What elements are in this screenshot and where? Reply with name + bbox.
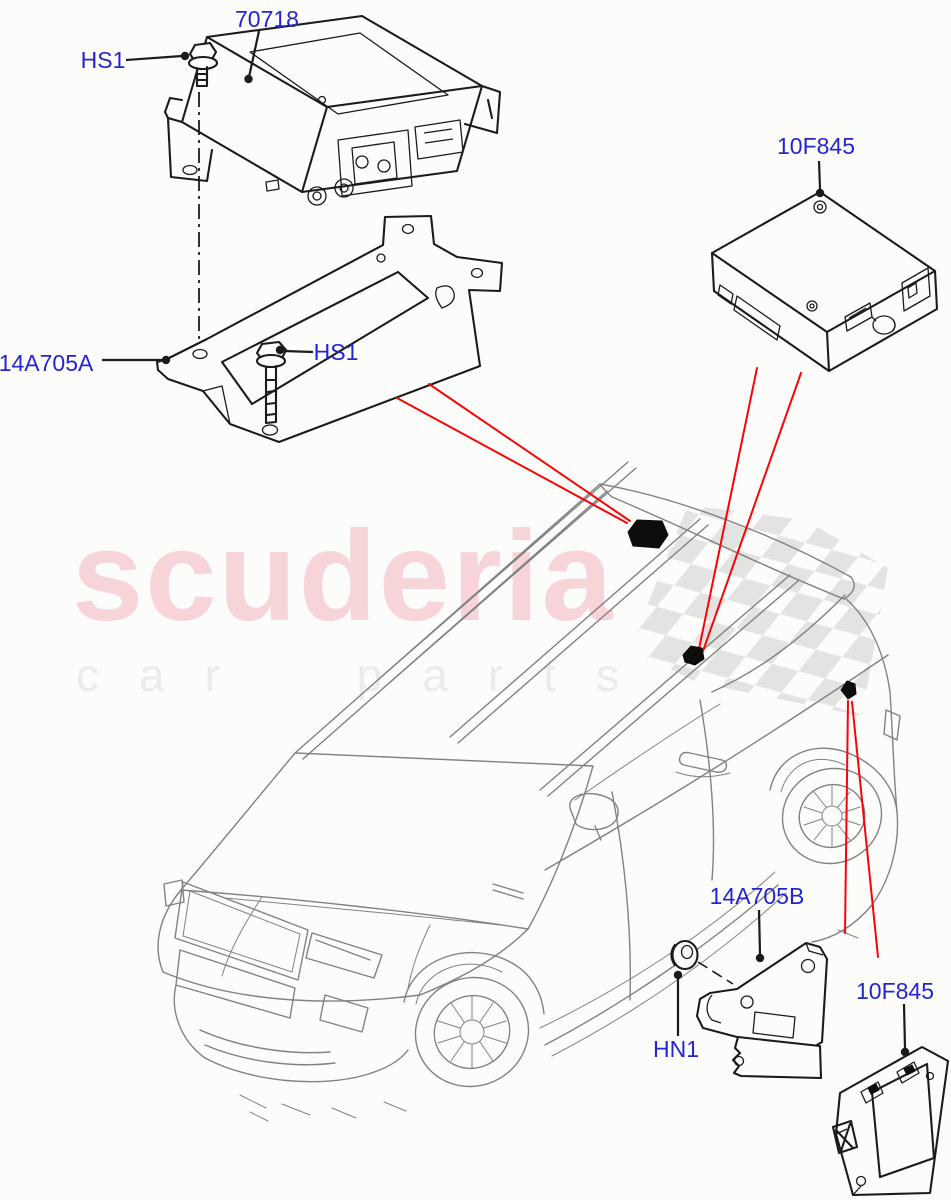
- watermark: scuderia car parts: [72, 505, 659, 701]
- nut-hn1-drawing: [670, 939, 734, 985]
- quarter-panel-module-marker: [840, 680, 857, 700]
- roof-rear-module-marker: [682, 645, 705, 666]
- nut-assembly-line: [697, 961, 734, 985]
- part-labels: 70718 HS1 14A705A HS1 10F845 14A705B HN1…: [0, 6, 934, 1062]
- bracket-14a705b-drawing: [695, 941, 829, 1080]
- bracket-14a705a-drawing: [155, 214, 504, 444]
- leader-lines: [102, 30, 910, 1057]
- watermark-brand-text: scuderia: [72, 505, 615, 648]
- part-label-14a705a: 14A705A: [0, 350, 94, 376]
- module-10f845-rear-drawing: [831, 1045, 950, 1197]
- part-label-10f845-rear: 10F845: [856, 978, 934, 1004]
- part-label-hs1-top: HS1: [81, 47, 126, 73]
- part-label-hn1: HN1: [653, 1036, 699, 1062]
- part-label-hs1-bracket: HS1: [314, 339, 359, 365]
- bolt-hs1-top-drawing: [187, 41, 219, 344]
- module-10f845-roof-drawing: [710, 190, 939, 373]
- part-label-70718: 70718: [235, 6, 299, 32]
- watermark-tagline-text: car parts: [76, 649, 659, 701]
- module-70718-drawing: [163, 14, 502, 206]
- part-label-14a705b: 14A705B: [710, 883, 805, 909]
- roof-front-module-marker: [627, 519, 669, 549]
- red-callout-lines: [396, 367, 879, 958]
- part-label-10f845-roof: 10F845: [777, 133, 855, 159]
- car-illustration: [157, 461, 901, 1122]
- installed-modules: [627, 519, 857, 700]
